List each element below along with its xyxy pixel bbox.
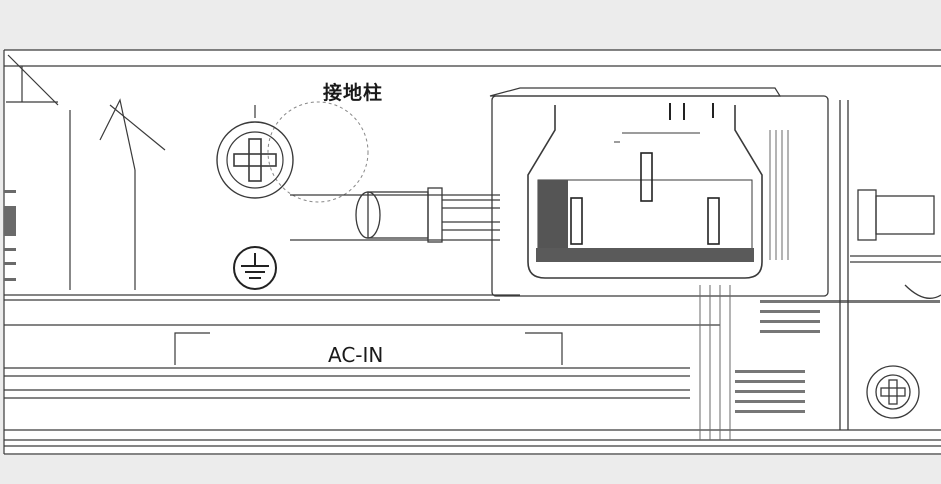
right-section [839,100,941,430]
protective-earth-icon [233,246,277,290]
screw-head-icon [216,121,294,199]
ac-in-label: AC-IN [328,343,384,367]
panel-outline [3,49,941,455]
right-bars [735,300,940,413]
inlet-grille [699,130,789,440]
left-bracket [4,98,520,301]
grounding-post [216,101,369,203]
ground-connector [290,187,500,243]
ac-inlet-socket-icon [489,87,829,297]
ac-in-label-frame [4,324,941,431]
screw-head-icon [866,365,920,419]
panel-body [4,50,941,455]
grounding-post-label: 接地柱 [323,82,384,104]
left-vents [4,190,16,281]
